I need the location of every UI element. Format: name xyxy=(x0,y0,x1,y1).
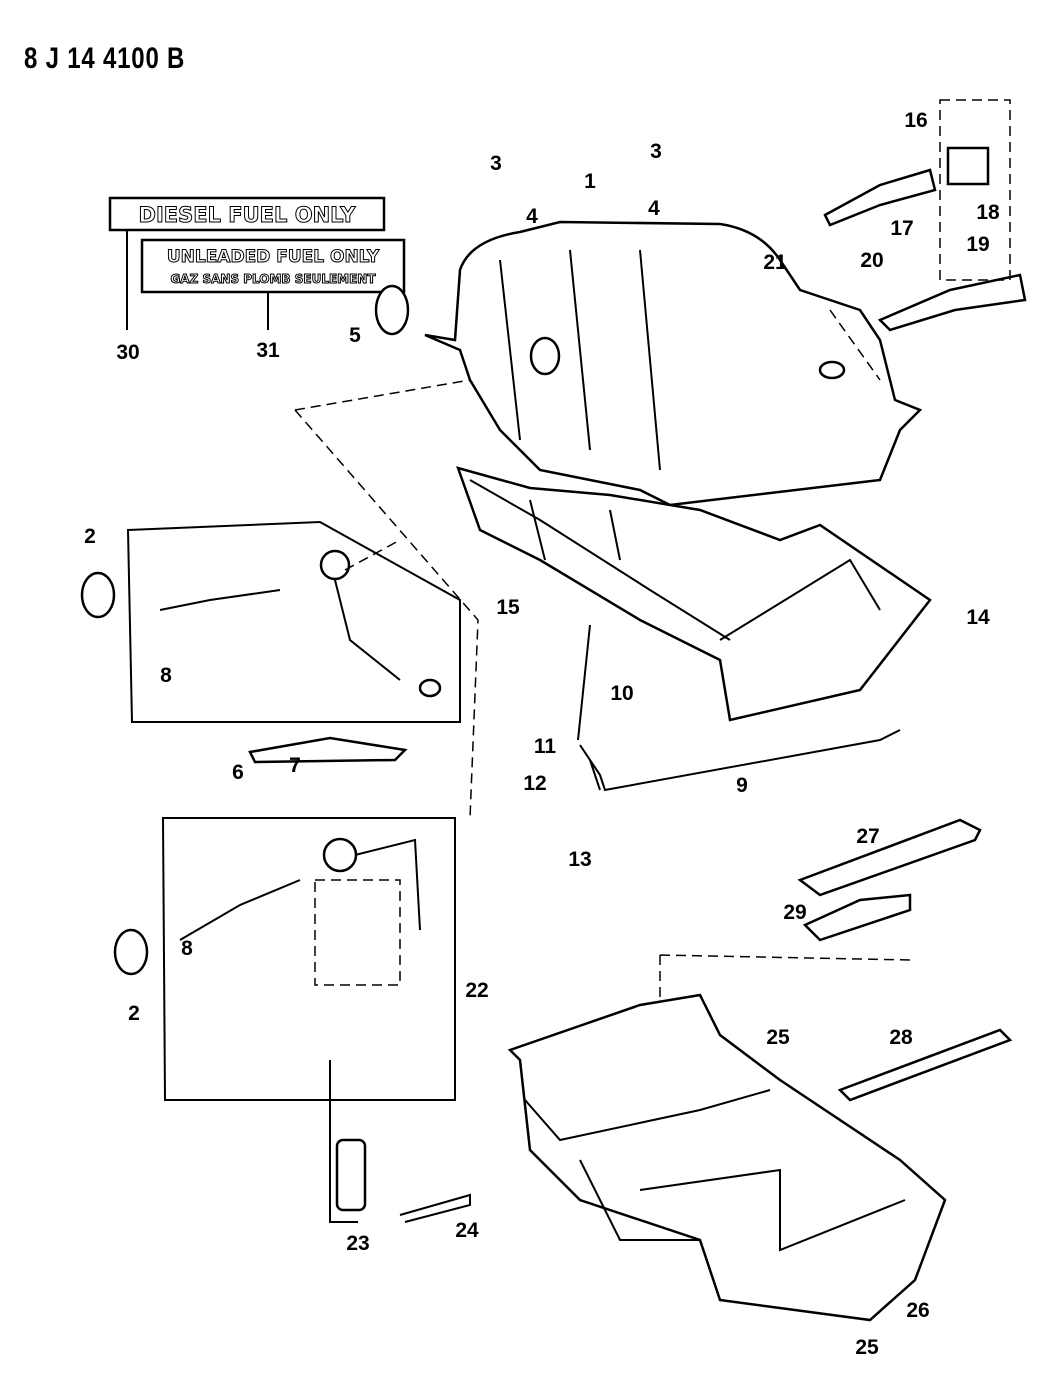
callout-4: 4 xyxy=(648,197,660,220)
callout-10: 10 xyxy=(610,682,633,705)
callout-7: 7 xyxy=(289,754,301,777)
callout-2: 2 xyxy=(84,525,96,548)
callout-6: 6 xyxy=(232,761,244,784)
fuel-pump-module-box xyxy=(161,817,456,1101)
fuel-cap xyxy=(946,146,990,186)
fuel-tank xyxy=(424,220,923,507)
callout-23: 23 xyxy=(346,1232,369,1255)
bracket-27 xyxy=(797,818,982,897)
vent-hose xyxy=(877,273,1027,332)
callout-30: 30 xyxy=(116,341,139,364)
callout-3: 3 xyxy=(490,152,502,175)
lock-ring-2 xyxy=(113,928,149,976)
callout-25: 25 xyxy=(766,1026,790,1049)
fuel-gauge-sender-box xyxy=(126,520,461,723)
callout-2: 2 xyxy=(128,1002,140,1025)
callout-8: 8 xyxy=(160,664,172,687)
unleaded-decal: UNLEADED FUEL ONLY GAZ SANS PLOMB SEULEM… xyxy=(140,238,406,330)
callout-20: 20 xyxy=(860,249,883,272)
bracket-29 xyxy=(802,893,912,942)
callout-28: 28 xyxy=(889,1026,913,1049)
callout-11: 11 xyxy=(534,735,557,758)
callout-15: 15 xyxy=(496,596,520,619)
diagram-code: 8 J 14 4100 B xyxy=(24,42,186,75)
filler-tube xyxy=(823,168,937,227)
callout-4: 4 xyxy=(526,205,538,228)
o-ring xyxy=(374,284,410,336)
skid-plate xyxy=(507,993,947,1322)
bracket-28 xyxy=(837,1028,1013,1102)
callout-17: 17 xyxy=(890,217,913,240)
callout-12: 12 xyxy=(523,772,546,795)
diesel-decal-text: DIESEL FUEL ONLY xyxy=(139,203,357,227)
unleaded-decal-french-text: GAZ SANS PLOMB SEULEMENT xyxy=(170,272,376,286)
tank-shield xyxy=(456,466,932,722)
callout-21: 21 xyxy=(763,251,787,274)
callout-14: 14 xyxy=(966,606,990,629)
unleaded-decal-text: UNLEADED FUEL ONLY xyxy=(167,247,380,267)
callout-31: 31 xyxy=(256,339,280,362)
callout-1: 1 xyxy=(584,170,596,193)
callout-19: 19 xyxy=(966,233,989,256)
callout-18: 18 xyxy=(976,201,1000,224)
callout-22: 22 xyxy=(465,979,488,1002)
callout-9: 9 xyxy=(736,774,748,797)
callout-29: 29 xyxy=(783,901,806,924)
callout-26: 26 xyxy=(906,1299,929,1322)
lock-ring xyxy=(80,571,116,619)
callout-5: 5 xyxy=(349,324,361,347)
diesel-decal: DIESEL FUEL ONLY xyxy=(108,196,386,330)
callout-24: 24 xyxy=(455,1219,479,1242)
tank-strap xyxy=(579,729,901,792)
fuel-pump xyxy=(335,1138,367,1212)
gasket-7 xyxy=(248,736,408,764)
callout-8: 8 xyxy=(181,937,193,960)
callout-16: 16 xyxy=(904,109,927,132)
pump-bracket xyxy=(399,1193,471,1223)
callout-3: 3 xyxy=(650,140,662,163)
callout-27: 27 xyxy=(856,825,879,848)
strap-rod xyxy=(577,624,591,741)
callout-25: 25 xyxy=(855,1336,879,1359)
callout-13: 13 xyxy=(568,848,591,871)
